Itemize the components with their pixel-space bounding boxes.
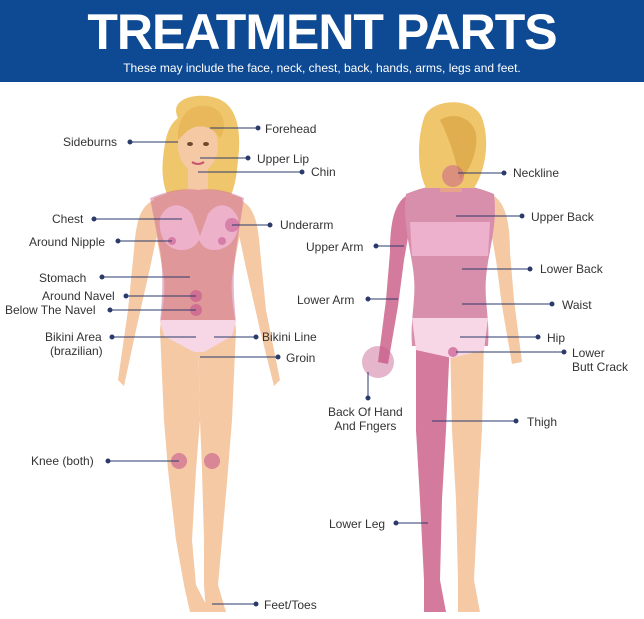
- label-back-of-hand: Back Of Hand And Fngers: [328, 405, 403, 433]
- front-left-eye: [187, 142, 193, 146]
- label-underarm: Underarm: [280, 218, 333, 232]
- label-upper-arm: Upper Arm: [306, 240, 363, 254]
- back-hand-zone: [362, 346, 394, 378]
- back-left-leg: [416, 340, 450, 612]
- back-bra: [410, 222, 490, 256]
- label-neckline: Neckline: [513, 166, 559, 180]
- page-title: TREATMENT PARTS: [0, 4, 644, 60]
- label-sideburns: Sideburns: [63, 135, 117, 149]
- label-thigh: Thigh: [527, 415, 557, 429]
- label-stomach: Stomach: [39, 271, 86, 285]
- label-lower-back: Lower Back: [540, 262, 603, 276]
- back-figure: [362, 102, 522, 612]
- front-figure: [118, 96, 280, 612]
- front-left-arm: [118, 200, 158, 386]
- label-bikini-line: Bikini Line: [262, 330, 317, 344]
- label-lower-leg: Lower Leg: [329, 517, 385, 531]
- label-forehead: Forehead: [265, 122, 316, 136]
- label-upper-back: Upper Back: [531, 210, 594, 224]
- label-feet-toes: Feet/Toes: [264, 598, 317, 612]
- front-right-leg: [198, 330, 236, 612]
- front-right-eye: [203, 142, 209, 146]
- label-groin: Groin: [286, 351, 315, 365]
- label-back-of-hand-line2: And Fngers: [328, 419, 403, 433]
- label-below-navel: Below The Navel: [5, 303, 96, 317]
- label-bikini-area-line1: Bikini Area: [45, 330, 102, 344]
- label-lower-butt-crack-line2: Butt Crack: [572, 360, 628, 374]
- back-right-arm: [490, 196, 522, 364]
- back-neckline-zone: [442, 165, 464, 187]
- label-bikini-area: Bikini Area (brazilian): [45, 330, 103, 358]
- label-around-nipple: Around Nipple: [29, 235, 105, 249]
- label-knee: Knee (both): [31, 454, 94, 468]
- page-subtitle: These may include the face, neck, chest,…: [0, 61, 644, 75]
- label-waist: Waist: [562, 298, 592, 312]
- label-lower-butt-crack-line1: Lower: [572, 346, 605, 360]
- label-upper-lip: Upper Lip: [257, 152, 309, 166]
- label-around-navel: Around Navel: [42, 289, 115, 303]
- front-right-arm: [238, 200, 280, 386]
- label-back-of-hand-line1: Back Of Hand: [328, 405, 403, 419]
- front-nipple-right-zone: [218, 237, 226, 245]
- label-bikini-area-line2: (brazilian): [45, 344, 103, 358]
- label-chin: Chin: [311, 165, 336, 179]
- label-lower-butt-crack: Lower Butt Crack: [572, 346, 628, 374]
- label-chest: Chest: [52, 212, 83, 226]
- label-hip: Hip: [547, 331, 565, 345]
- back-right-leg: [450, 340, 484, 612]
- front-knee-right-zone: [204, 453, 220, 469]
- label-lower-arm: Lower Arm: [297, 293, 354, 307]
- back-left-arm: [378, 196, 410, 364]
